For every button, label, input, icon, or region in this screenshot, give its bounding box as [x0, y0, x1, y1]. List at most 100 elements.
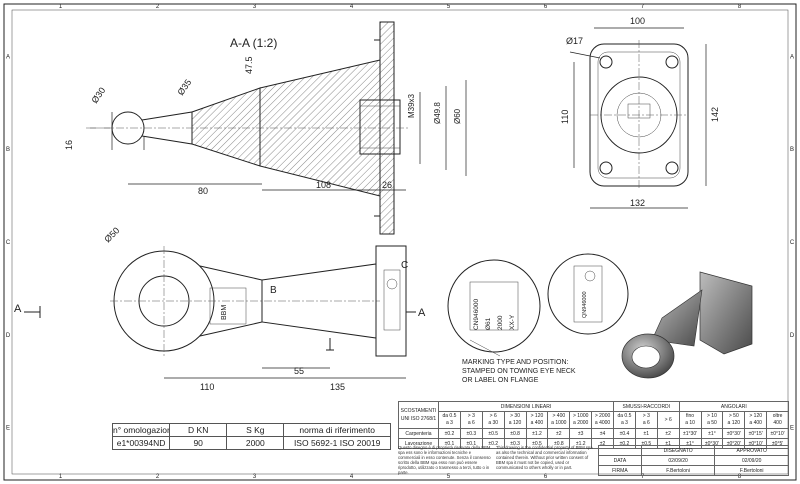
- marking-note-2: STAMPED ON TOWING EYE NECK: [462, 368, 576, 375]
- dim-vertical-lines: [419, 80, 467, 176]
- section-arrow-left: [24, 306, 41, 318]
- render-flange: [699, 271, 753, 355]
- tol-chamfer-range: > 6: [656, 411, 680, 429]
- dim-100: 100: [630, 16, 645, 26]
- homologation-table: n° omologazione D KN S Kg norma di rifer…: [111, 423, 391, 450]
- end-view-centerlines: [590, 40, 688, 190]
- detail-b-stamp: [469, 281, 519, 331]
- detail-b-text-1: CN946000: [473, 299, 480, 330]
- tol-carp-value: ±1.2: [525, 428, 549, 439]
- column-marker-2: 2: [156, 4, 160, 10]
- notes-italian: Questo disegno è di proprietà riservata …: [398, 445, 491, 475]
- tol-carp-value: ±4: [591, 428, 614, 439]
- dim-142: 142: [710, 107, 720, 122]
- flange-label-area: [383, 269, 401, 331]
- dim-47-5: 47.5: [244, 56, 254, 74]
- detail-b-text-4: XX-Y: [509, 314, 516, 330]
- column-marker-4: 4: [350, 474, 354, 480]
- column-marker-8: 8: [738, 474, 742, 480]
- tol-carp-value: ±0.5: [481, 428, 505, 439]
- leader-hole: [569, 51, 601, 59]
- row-marker-C: C: [790, 240, 795, 246]
- tol-carp-value: ±0°10': [766, 428, 789, 439]
- tol-carp-value: ±0°30': [722, 428, 746, 439]
- marking-note-3: OR LABEL ON FLANGE: [462, 377, 539, 384]
- detail-c-code: QN946000: [582, 291, 588, 318]
- column-marker-6: 6: [544, 4, 548, 10]
- tol-row-label-carp: Carpenteria: [398, 428, 439, 439]
- approval-sign-label: FIRMA: [598, 465, 642, 476]
- render-eye-hole: [631, 345, 661, 369]
- side-view-centerlines: [110, 246, 380, 356]
- tol-carp-value: ±0.4: [613, 428, 636, 439]
- stamp-text-1: BBM: [221, 305, 228, 320]
- tol-carp-value: ±1°30': [678, 428, 702, 439]
- detail-b-circle: [447, 259, 541, 353]
- thread-lines: [360, 105, 400, 149]
- tol-carp-value: ±0.2: [438, 428, 461, 439]
- detail-c-label: [573, 265, 603, 323]
- column-marker-6: 6: [544, 474, 548, 480]
- dim-hole: Ø17: [566, 36, 583, 46]
- tol-lav-row: Lavorazione ±0.1±0.1±0.2±0.3±0.5±0.8±1.2…: [398, 438, 789, 449]
- row-marker-B: B: [790, 147, 794, 153]
- tol-carp-value: ±0.8: [503, 428, 527, 439]
- bolt-hole-tr: [665, 55, 679, 69]
- tol-row-label-lav: Lavorazione: [398, 438, 439, 449]
- section-title: A-A (1:2): [230, 36, 277, 50]
- dim-80: 80: [198, 186, 208, 196]
- approval-approved-by: F.Bertoloni: [714, 465, 789, 476]
- row-marker-A: A: [6, 54, 10, 60]
- row-marker-C: C: [6, 240, 11, 246]
- tol-carp-value: ±3: [569, 428, 593, 439]
- section-mark-left: A: [14, 303, 22, 315]
- row-marker-A: A: [790, 54, 794, 60]
- tol-lav-value: ±0.1: [459, 438, 483, 449]
- detail-b-text-3: 2000: [497, 315, 504, 330]
- marking-note-1: MARKING TYPE AND POSITION:: [462, 359, 569, 366]
- hom-header-number: n° omologazione: [111, 423, 171, 437]
- approval-block: DISEGNATO APPROVATO DATA 02/09/20 02/09/…: [598, 445, 789, 483]
- tol-carp-value: ±2: [656, 428, 680, 439]
- tol-carp-value: ±2: [547, 428, 571, 439]
- section-mark-right: A: [418, 307, 426, 319]
- stamp-area: [209, 287, 247, 325]
- column-marker-5: 5: [447, 4, 451, 10]
- column-marker-2: 2: [156, 474, 160, 480]
- tol-title-linear: DIMENSIONI LINEARI: [438, 401, 614, 412]
- approval-blank: [598, 445, 642, 456]
- dim-110: 110: [560, 110, 570, 124]
- tol-carp-value: ±1°: [700, 428, 724, 439]
- hom-value-dkn: 90: [169, 436, 228, 450]
- marking-leader: [469, 339, 501, 357]
- row-marker-D: D: [790, 333, 795, 339]
- row-marker-E: E: [6, 426, 10, 432]
- approval-drawn-by: F.Bertoloni: [640, 465, 716, 476]
- iso-render: [621, 271, 753, 379]
- detail-c-circle-mark: [584, 270, 596, 282]
- dim-d50: Ø50: [102, 225, 121, 244]
- dim-d35: Ø35: [175, 77, 193, 97]
- dim-d49-8: Ø49.8: [433, 102, 442, 124]
- side-view: BBM Ø50 B C A A 110 55 135 CN946000 Ø61 …: [14, 225, 629, 392]
- tol-carp-value: ±0.3: [459, 428, 483, 439]
- dim-16: 16: [64, 140, 74, 150]
- bolt-hole-bl: [599, 161, 613, 175]
- dim-side-110: 110: [200, 382, 214, 392]
- approval-approved-label: APPROVATO: [714, 445, 789, 456]
- dim-26: 26: [382, 180, 392, 190]
- column-marker-3: 3: [253, 4, 257, 10]
- dim-55: 55: [294, 366, 304, 376]
